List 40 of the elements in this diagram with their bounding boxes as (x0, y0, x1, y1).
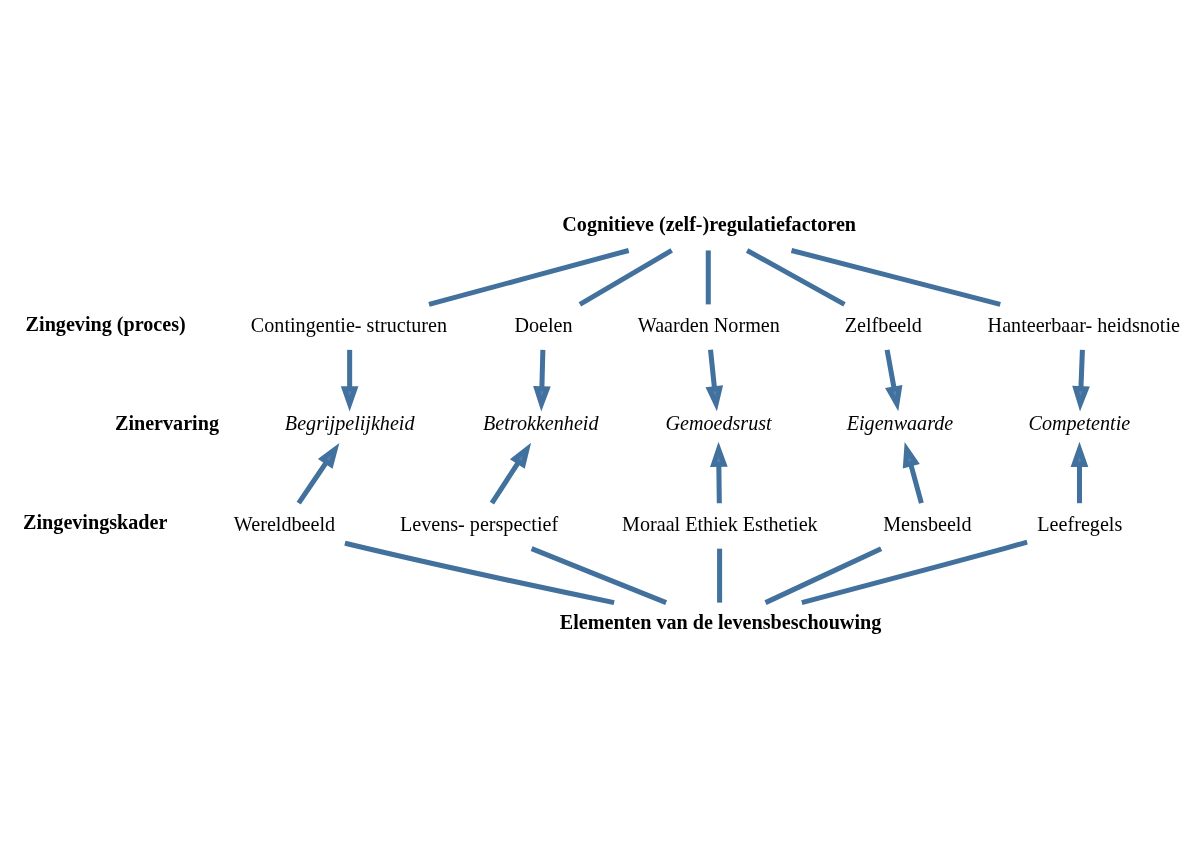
connector (428, 247, 630, 307)
arrow (705, 349, 724, 411)
node-text: Cognitieve (zelf-)regulatiefactoren (562, 212, 857, 235)
node-text: Moraal Ethiek Esthetiek (622, 512, 818, 535)
connector (801, 539, 1028, 605)
connector (745, 247, 846, 307)
connector (578, 247, 673, 307)
node-text: Elementen van de levensbeschouwing (559, 610, 882, 633)
arrow (489, 442, 532, 505)
node-text: Eigenwaarde (846, 411, 954, 434)
node-text: Competentie (1028, 411, 1131, 434)
node-text: Levens- perspectief (399, 512, 559, 535)
arrow (710, 441, 728, 503)
arrow (884, 348, 903, 411)
node-text: Wereldbeeld (233, 512, 336, 535)
connector (764, 545, 883, 605)
node-text: Begrijpelijkheid (284, 411, 415, 434)
node-text: Betrokkenheid (483, 411, 599, 434)
arrow (340, 349, 359, 411)
label: Zinervaring (114, 411, 219, 434)
node-text: Gemoedsrust (665, 411, 772, 434)
arrow (902, 441, 924, 504)
node-text: Hanteerbaar- heidsnotie (987, 313, 1180, 336)
node-text: Zelfbeeld (844, 313, 922, 336)
arrow (296, 442, 340, 505)
node-text: Contingentie- structuren (250, 313, 448, 336)
node-text: Doelen (514, 313, 573, 336)
connector (705, 249, 711, 304)
connector (717, 548, 723, 603)
label: Zingevingskader (23, 510, 168, 533)
arrow (533, 349, 551, 411)
connector (530, 545, 668, 605)
label: Zingeving (proces) (25, 312, 186, 335)
arrow (1072, 349, 1090, 411)
node-text: Leefregels (1037, 512, 1123, 535)
arrow (1070, 441, 1089, 503)
connector (790, 247, 1001, 307)
node-text: Waarden Normen (637, 313, 780, 336)
connector (344, 540, 615, 605)
node-text: Mensbeeld (883, 512, 972, 535)
